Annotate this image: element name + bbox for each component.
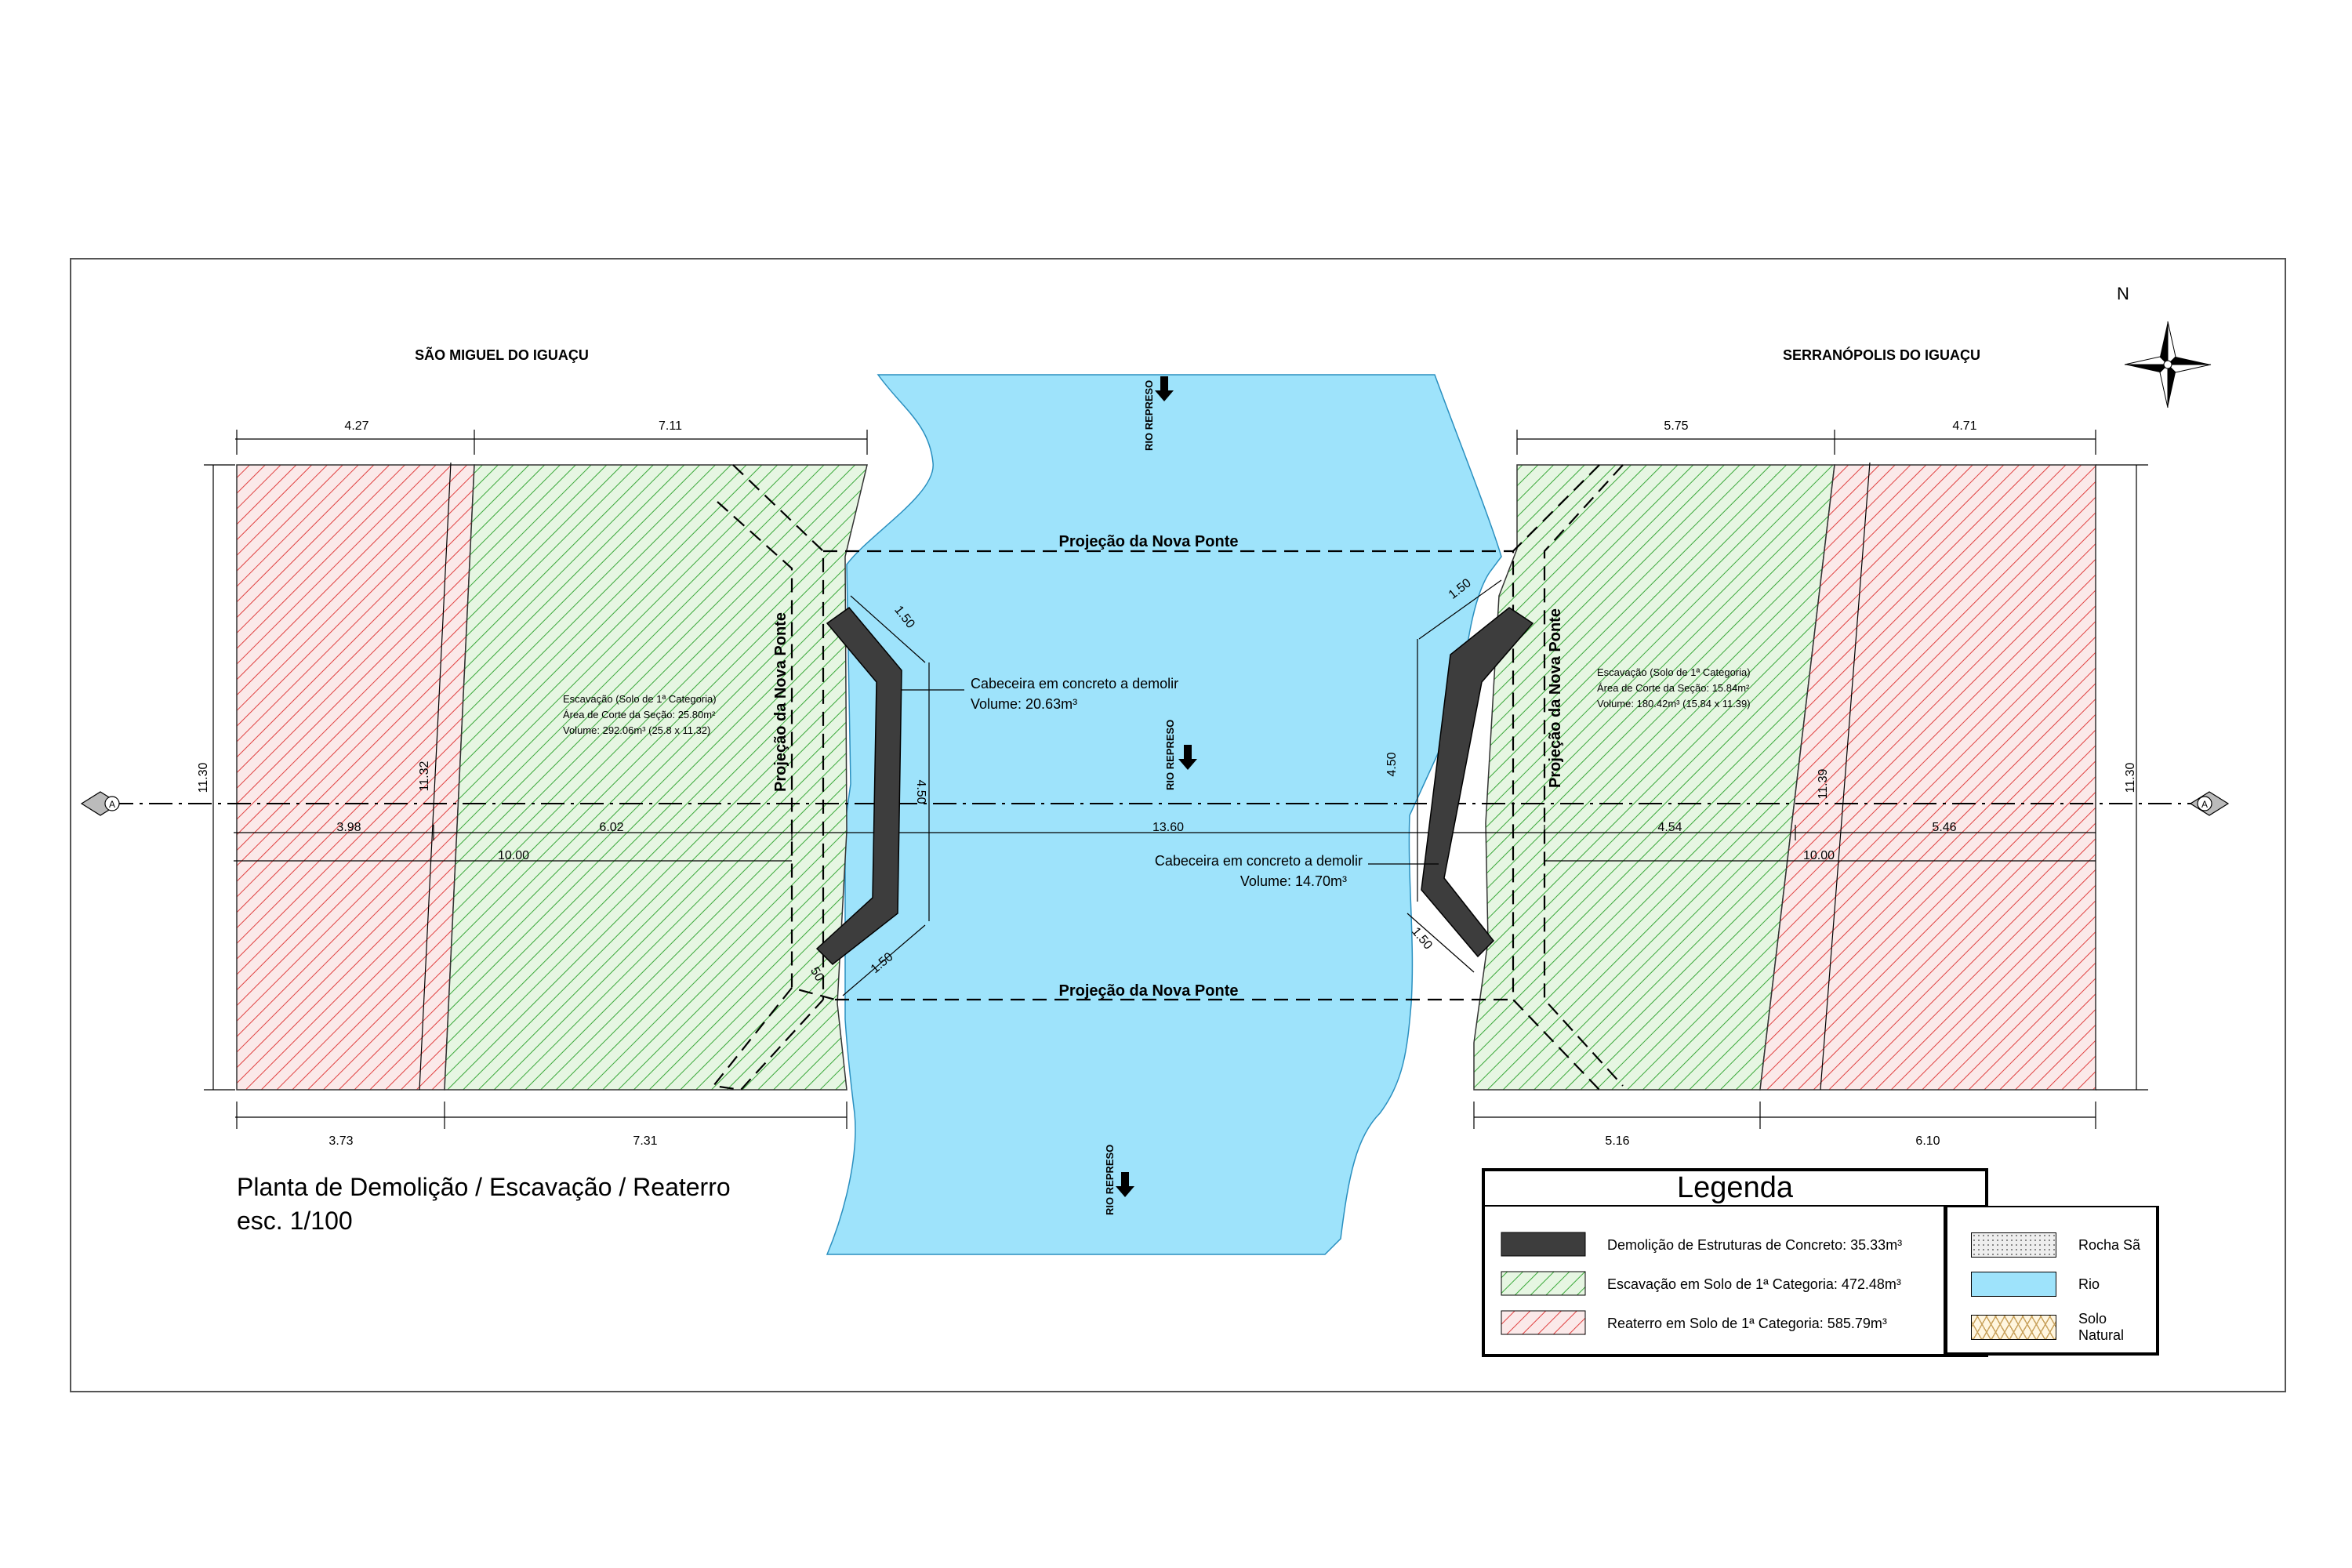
legend-row-water: Rio: [1971, 1272, 2100, 1297]
dim-right-bottom-1: 5.16: [1605, 1134, 1629, 1148]
left-headwall-150-bottom-line: [842, 924, 926, 996]
right-headwall-note-line2: Volume: 14.70m³: [1240, 873, 1347, 889]
section-marker-right-label: A: [2201, 799, 2208, 810]
dim-left-top-2: 7.11: [659, 419, 682, 433]
legend-row-soil: Solo Natural: [1971, 1311, 2156, 1344]
dim-right-top-2: 4.71: [1952, 419, 1976, 433]
dim-left-headwall-50: 50: [808, 965, 826, 984]
dim-left-height: 11.30: [197, 762, 210, 793]
plan-title: Planta de Demolição / Escavação / Reater…: [237, 1173, 731, 1201]
legend-swatch-fill: [1501, 1310, 1586, 1335]
left-headwall-note-line1: Cabeceira em concreto a demolir: [971, 676, 1178, 691]
plan-scale: esc. 1/100: [237, 1207, 353, 1235]
left-excavation-note-line2: Área de Corte da Seção: 25.80m²: [563, 709, 716, 720]
dim-mid-span: 13.60: [1152, 821, 1184, 834]
legend-item-rock: Rocha Sã: [2078, 1236, 2141, 1253]
dim-left-bottom-1: 3.73: [328, 1134, 353, 1148]
legend-item-water: Rio: [2078, 1276, 2100, 1292]
left-headwall-150-top-line: [850, 595, 926, 663]
dim-right-inner-height: 11.39: [1817, 768, 1830, 799]
legend-swatch-concrete: [1501, 1232, 1586, 1257]
legend-item-excavation: Escavação em Solo de 1ª Categoria: 472.4…: [1607, 1276, 1901, 1292]
dim-right-top-1: 5.75: [1664, 419, 1688, 433]
north-label: N: [2117, 284, 2129, 303]
river: [826, 374, 1502, 1255]
right-excavation-note-line1: Escavação (Solo de 1ª Categoria): [1597, 666, 1751, 678]
left-excavation-note-line1: Escavação (Solo de 1ª Categoria): [563, 693, 717, 705]
section-marker-left: A: [80, 791, 121, 816]
dim-right-bottom-2: 6.10: [1915, 1134, 1940, 1148]
river-label-mid: RIO REPRESO: [1164, 720, 1176, 790]
right-headwall-150-bottom-line: [1406, 913, 1475, 973]
section-marker-left-label: A: [109, 799, 115, 810]
projection-label-right-vertical: Projeção da Nova Ponte: [1547, 608, 1564, 788]
dim-mid-right-2: 5.46: [1932, 821, 1956, 834]
city-right-label: SERRANÓPOLIS DO IGUAÇU: [1783, 347, 1980, 363]
dim-right-10: 10.00: [1803, 849, 1835, 862]
left-projection-outline-c: [711, 987, 824, 1091]
river-flow-arrow-mid-icon: [1178, 745, 1197, 770]
legend-right-column: Rocha Sã Rio Solo Natural: [1944, 1206, 2159, 1356]
right-headwall-150-top-line: [1418, 579, 1502, 640]
right-excavation-note-line2: Área de Corte da Seção: 15.84m²: [1597, 682, 1750, 694]
projection-label-bottom: Projeção da Nova Ponte: [1059, 982, 1239, 1000]
right-projection-outline-a: [1543, 464, 1624, 1087]
left-inner-height-line: [419, 462, 452, 1091]
dim-left-headwall-450: 4.50: [914, 779, 927, 804]
dim-mid-right-1: 4.54: [1657, 821, 1682, 834]
dim-left-top-1: 4.27: [344, 419, 368, 433]
dim-left-10: 10.00: [498, 849, 529, 862]
dim-right-headwall-450: 4.50: [1385, 752, 1399, 776]
sheet-frame: [70, 258, 2286, 1392]
legend-item-concrete: Demolição de Estruturas de Concreto: 35.…: [1607, 1237, 1902, 1253]
river-flow-arrow-bottom-icon: [1116, 1172, 1134, 1197]
legend-swatch-water-icon: [1971, 1272, 2056, 1297]
north-arrow-icon: [2124, 321, 2212, 408]
dim-right-height: 11.30: [2124, 762, 2137, 793]
section-marker-right: A: [2189, 791, 2230, 816]
dim-mid-left-2: 6.02: [599, 821, 623, 834]
right-headwall-note-line1: Cabeceira em concreto a demolir: [1155, 853, 1363, 869]
left-headwall-note-line2: Volume: 20.63m³: [971, 696, 1077, 712]
left-excavation-zone: [444, 464, 868, 1091]
right-headwall-concrete: [1421, 607, 1534, 958]
projection-label-top: Projeção da Nova Ponte: [1059, 533, 1239, 550]
left-projection-outline-b: [717, 501, 836, 1001]
legend-title: Legenda: [1677, 1171, 1794, 1204]
dim-left-inner-height: 11.32: [418, 760, 431, 791]
dim-mid-left-1: 3.98: [336, 821, 361, 834]
legend-swatch-excavation: [1501, 1271, 1586, 1296]
right-excavation-note-line3: Volume: 180.42m³ (15.84 x 11.39): [1597, 698, 1751, 710]
legend-row-rock: Rocha Sã: [1971, 1232, 2140, 1258]
legend-item-fill: Reaterro em Solo de 1ª Categoria: 585.79…: [1607, 1316, 1887, 1331]
city-left-label: SÃO MIGUEL DO IGUAÇU: [415, 347, 589, 363]
dim-left-bottom-2: 7.31: [633, 1134, 657, 1148]
legend-swatch-soil-icon: [1971, 1315, 2056, 1340]
left-excavation-note-line3: Volume: 292.06m³ (25.8 x 11.32): [563, 724, 710, 736]
left-projection-outline-a: [732, 464, 825, 1000]
right-inner-height-line: [1820, 462, 1871, 1091]
left-headwall-concrete: [815, 606, 902, 966]
left-backfill-zone: [236, 464, 475, 1091]
river-label-top: RIO REPRESO: [1143, 380, 1155, 451]
legend: Legenda Demolição de Estruturas de Concr…: [1482, 1168, 1988, 1357]
legend-item-soil: Solo Natural: [2078, 1311, 2124, 1343]
legend-swatch-rock-icon: [1971, 1232, 2056, 1258]
projection-label-left-vertical: Projeção da Nova Ponte: [772, 612, 789, 792]
river-flow-arrow-top-icon: [1155, 376, 1174, 401]
river-label-bottom: RIO REPRESO: [1104, 1145, 1116, 1215]
